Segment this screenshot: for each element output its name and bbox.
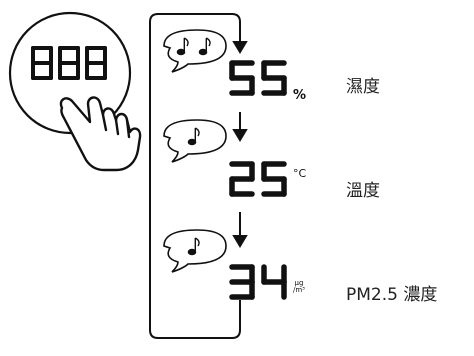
device-display-digits: 888 (31, 46, 107, 80)
beep-bubble-1 (163, 29, 227, 73)
unit-percent: % (293, 88, 307, 103)
music-note-icon (187, 237, 200, 256)
label-temperature: 溫度 (346, 181, 380, 201)
reading-value-pm25: 34 (229, 264, 287, 300)
seven-segment-digit: 4 (261, 264, 287, 300)
unit-celsius: °C (293, 167, 307, 180)
arrow-down-icon (232, 41, 248, 54)
reading-value-temperature: 25 (229, 161, 287, 197)
beep-bubble-3 (163, 229, 227, 273)
double-music-note-icon (176, 37, 211, 56)
seven-segment-digit: 8 (31, 46, 53, 80)
unit-bottom: /m³ (293, 286, 305, 294)
seven-segment-digit: 8 (85, 46, 107, 80)
unit-microgram-per-cubic-meter: µg /m³ (293, 280, 305, 294)
hand-pressing-button-icon (59, 96, 142, 172)
seven-segment-digit: 3 (229, 264, 255, 300)
reading-value-humidity: 55 (229, 60, 287, 96)
arrow-down-icon (232, 129, 248, 142)
beep-bubble-2 (163, 119, 227, 163)
speech-bubble-icon (163, 29, 227, 73)
music-note-icon (187, 127, 200, 146)
seven-segment-digit: 2 (229, 161, 255, 197)
label-pm25: PM2.5 濃度 (346, 285, 438, 305)
seven-segment-digit: 5 (229, 60, 255, 96)
seven-segment-digit: 5 (261, 60, 287, 96)
step-arrows (232, 30, 248, 248)
arrow-down-icon (232, 235, 248, 248)
seven-segment-digit: 5 (261, 161, 287, 197)
loop-arrow-icon (149, 13, 241, 339)
unit-top: µg (294, 279, 304, 287)
device-button: 888 (8, 11, 132, 135)
seven-segment-digit: 8 (58, 46, 80, 80)
label-humidity: 濕度 (346, 77, 380, 97)
